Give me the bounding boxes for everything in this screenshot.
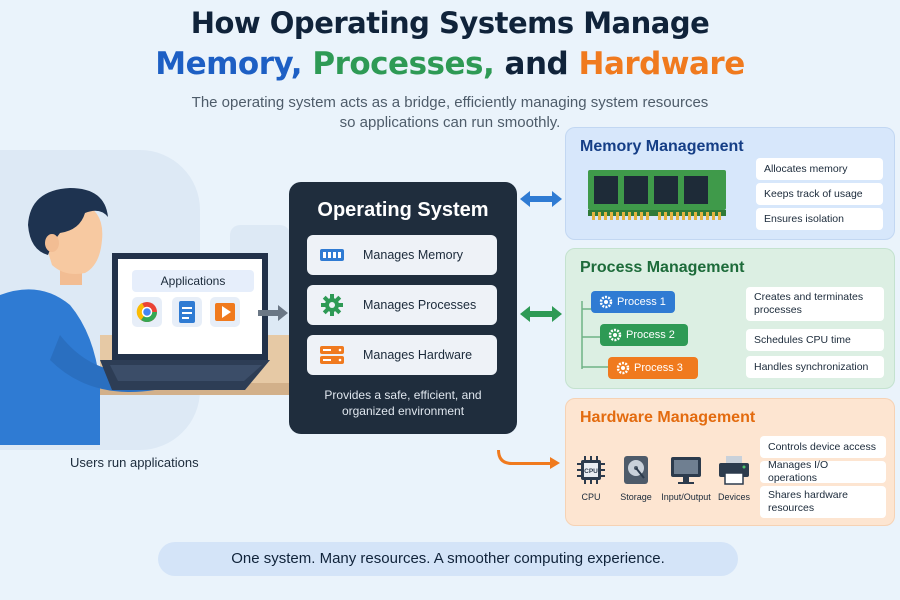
hardware-panel-title: Hardware Management — [580, 409, 756, 426]
hardware-management-panel: Hardware Management CPU CPU Storage Inpu… — [565, 398, 895, 526]
hardware-feature: Shares hardware resources — [760, 486, 886, 518]
arrow-process-icon — [520, 306, 562, 322]
title-memory: Memory, — [155, 46, 303, 82]
subtitle: The operating system acts as a bridge, e… — [0, 93, 900, 133]
page-title-line2: Memory, Processes, and Hardware — [0, 46, 900, 82]
hardware-devices: Devices — [714, 454, 754, 502]
os-item-label: Manages Processes — [363, 298, 477, 312]
process-label: Process 2 — [626, 329, 675, 341]
title-and: and — [504, 46, 569, 82]
process-label: Process 3 — [634, 362, 683, 374]
os-footer-line2: organized environment — [341, 404, 465, 418]
process-management-panel: Process Management Process 1 Process 2 P… — [565, 248, 895, 389]
hardware-storage: Storage — [616, 454, 656, 502]
hardware-label: CPU — [581, 492, 601, 502]
hardware-cpu: CPU CPU — [574, 454, 608, 502]
process-3-pill: Process 3 — [608, 357, 698, 379]
gear-icon — [321, 294, 343, 316]
memory-management-panel: Memory Management Allocates memory Keeps… — [565, 127, 895, 240]
server-stack-icon — [320, 346, 344, 364]
hardware-label: Input/Output — [661, 492, 711, 502]
hardware-label: Devices — [717, 492, 750, 502]
hardware-label: Storage — [620, 492, 652, 502]
user-caption: Users run applications — [70, 455, 199, 470]
arrow-memory-icon — [520, 191, 562, 207]
gear-icon — [599, 295, 613, 309]
hard-drive-icon — [624, 456, 648, 484]
process-panel-title: Process Management — [580, 259, 745, 276]
title-hardware: Hardware — [578, 46, 746, 82]
applications-label: Applications — [132, 270, 254, 292]
gear-icon — [608, 328, 622, 342]
arrow-hardware-icon — [497, 450, 560, 469]
printer-icon — [719, 456, 749, 485]
hardware-feature: Controls device access — [760, 436, 886, 458]
footer-banner: One system. Many resources. A smoother c… — [158, 542, 738, 576]
gear-icon — [616, 361, 630, 375]
os-footer-line1: Provides a safe, efficient, and — [324, 388, 482, 402]
os-item-label: Manages Hardware — [363, 348, 473, 362]
process-feature: Handles synchronization — [746, 356, 884, 378]
subtitle-line1: The operating system acts as a bridge, e… — [191, 94, 709, 111]
process-feature: Creates and terminates processes — [746, 287, 884, 321]
process-2-pill: Process 2 — [600, 324, 688, 346]
monitor-icon — [671, 457, 701, 484]
cpu-icon: CPU — [577, 456, 605, 484]
memory-feature: Allocates memory — [756, 158, 883, 180]
page-title-line1: How Operating Systems Manage — [190, 6, 710, 40]
os-item-manages-memory: Manages Memory — [307, 235, 497, 275]
memory-feature: Keeps track of usage — [756, 183, 883, 205]
hardware-io: Input/Output — [660, 454, 712, 502]
memory-feature: Ensures isolation — [756, 208, 883, 230]
process-label: Process 1 — [617, 296, 666, 308]
subtitle-line2: so applications can run smoothly. — [339, 114, 561, 131]
os-item-label: Manages Memory — [363, 248, 464, 262]
operating-system-box: Operating System Manages Memory Manages … — [289, 182, 517, 434]
arrow-right-icon — [258, 305, 288, 321]
user-at-laptop-illustration — [0, 188, 290, 445]
os-footer-text: Provides a safe, efficient, and organize… — [289, 387, 517, 419]
title-processes: Processes, — [312, 46, 495, 82]
ram-module-icon — [588, 170, 726, 220]
process-tree-lines — [581, 301, 616, 369]
cpu-chip-text: CPU — [584, 468, 598, 475]
os-item-manages-processes: Manages Processes — [307, 285, 497, 325]
memory-panel-title: Memory Management — [580, 138, 744, 155]
process-feature: Schedules CPU time — [746, 329, 884, 351]
os-title: Operating System — [317, 199, 489, 221]
memory-chip-icon — [320, 249, 344, 261]
hardware-feature: Manages I/O operations — [760, 459, 886, 484]
os-item-manages-hardware: Manages Hardware — [307, 335, 497, 375]
process-1-pill: Process 1 — [591, 291, 675, 313]
